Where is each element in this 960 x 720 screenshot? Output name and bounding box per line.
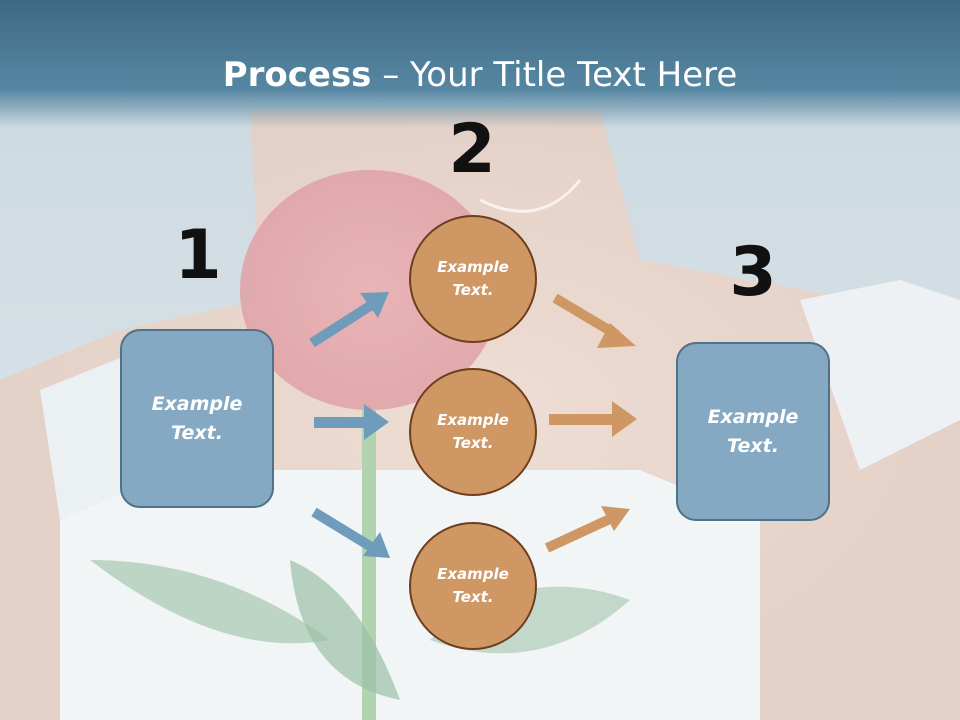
step-number-1: 1: [174, 216, 222, 295]
right-box-text: Example Text.: [707, 405, 799, 457]
circle-top: Example Text.: [409, 215, 537, 343]
left-box: Example Text.: [120, 329, 274, 508]
step-number-2: 2: [448, 110, 496, 189]
circle-bottom: Example Text.: [409, 522, 537, 650]
circle-middle: Example Text.: [409, 368, 537, 496]
slide-title: Process – Your Title Text Here: [0, 50, 960, 100]
circle-middle-text: Example Text.: [437, 411, 509, 452]
arrow-orange-mid: [549, 401, 637, 437]
arrow-blue-down: [311, 507, 390, 558]
arrow-blue-mid: [314, 404, 389, 440]
step-number-3: 3: [729, 233, 777, 312]
title-band: [0, 0, 960, 128]
left-box-text: Example Text.: [151, 392, 243, 444]
circle-top-text: Example Text.: [437, 258, 509, 299]
right-box: Example Text.: [676, 342, 830, 521]
arrow-orange-down: [552, 293, 636, 348]
arrow-blue-up: [309, 292, 389, 348]
circle-bottom-text: Example Text.: [437, 565, 509, 606]
title-rest: – Your Title Text Here: [371, 55, 738, 95]
title-bold: Process: [222, 55, 372, 95]
arrow-orange-up: [544, 506, 630, 553]
